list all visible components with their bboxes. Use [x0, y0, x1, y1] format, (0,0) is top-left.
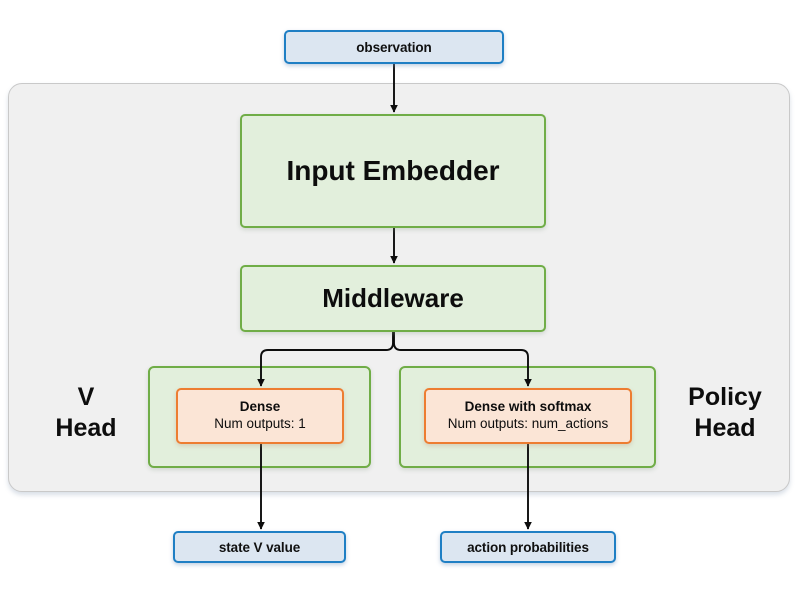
- policy-head-label: Policy Head: [688, 383, 762, 442]
- observation-label: observation: [356, 39, 432, 55]
- edge-middleware-to-dense-softmax: [393, 332, 532, 387]
- dense-node[interactable]: Dense Num outputs: 1: [176, 388, 344, 444]
- v-head-label: V Head: [55, 383, 117, 442]
- edge-middleware-to-dense: [257, 332, 394, 387]
- input-embedder-node[interactable]: Input Embedder: [240, 114, 546, 228]
- observation-input-node[interactable]: observation: [284, 30, 504, 64]
- input-embedder-label: Input Embedder: [286, 155, 500, 186]
- action-probabilities-label: action probabilities: [467, 539, 589, 555]
- state-v-value-output-node[interactable]: state V value: [173, 531, 346, 563]
- middleware-node[interactable]: Middleware: [240, 265, 546, 332]
- dense-with-softmax-title: Dense with softmax: [464, 399, 592, 415]
- dense-subtitle: Num outputs: 1: [214, 416, 306, 431]
- dense-title: Dense: [239, 399, 281, 415]
- middleware-label: Middleware: [322, 283, 464, 313]
- dense-with-softmax-subtitle: Num outputs: num_actions: [447, 416, 609, 431]
- state-v-value-label: state V value: [218, 539, 301, 555]
- action-probabilities-output-node[interactable]: action probabilities: [440, 531, 616, 563]
- dense-with-softmax-node[interactable]: Dense with softmax Num outputs: num_acti…: [424, 388, 632, 444]
